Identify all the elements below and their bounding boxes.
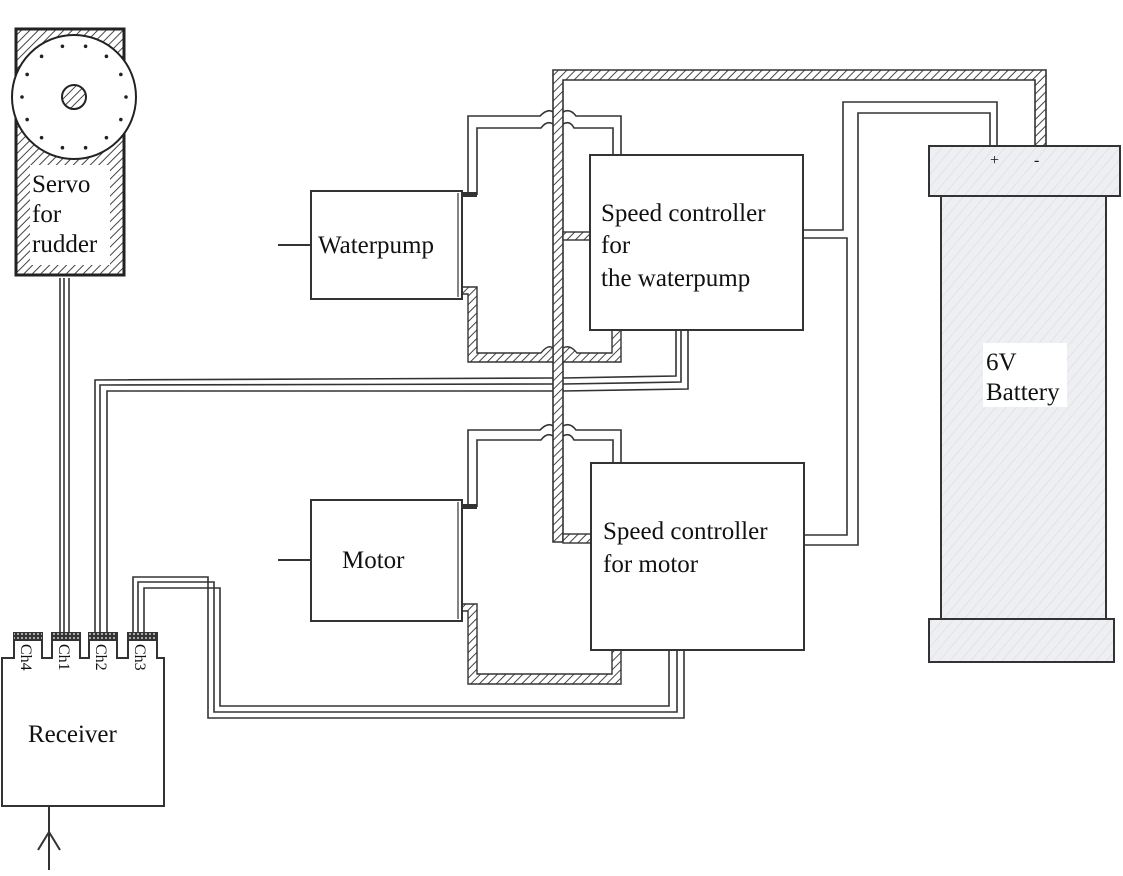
battery-voltage: 6V <box>986 349 1017 376</box>
servo-hub <box>61 84 87 110</box>
servo-hole <box>20 95 24 99</box>
battery-terminal-cap <box>928 145 1121 197</box>
ch4-connector <box>14 633 42 641</box>
servo: Servo for rudder <box>11 27 137 277</box>
servo-hole <box>83 145 88 150</box>
servo-label-line3: rudder <box>32 231 98 258</box>
battery-base <box>928 618 1115 663</box>
ch3-connector <box>128 633 157 641</box>
battery-plus-terminal: + <box>990 152 999 169</box>
receiver-channel-ch1: Ch1 <box>55 644 72 671</box>
positive-bus-wire <box>803 101 998 546</box>
esc-motor-line1: Speed controller <box>603 518 768 545</box>
speed-controller-waterpump[interactable]: Speed controller for the waterpump <box>589 154 804 331</box>
waterpump-label: Waterpump <box>318 232 434 259</box>
signal-wire-ch3 <box>132 576 685 719</box>
servo-hole <box>39 135 44 140</box>
motor[interactable]: Motor <box>278 499 463 622</box>
ch1-connector <box>52 633 80 641</box>
servo-hole <box>25 72 29 77</box>
servo-hole <box>104 135 109 140</box>
servo-hole <box>119 117 123 122</box>
servo-hole <box>39 54 44 59</box>
esc-motor-line2: for motor <box>603 551 699 578</box>
receiver[interactable]: Ch4 Ch1 Ch2 Ch3 Receiver <box>1 632 165 870</box>
waterpump-wires <box>461 109 622 363</box>
motor-label: Motor <box>342 547 405 574</box>
servo-hole <box>60 145 65 150</box>
servo-hole <box>60 44 65 49</box>
ch2-connector <box>89 633 117 641</box>
signal-wire-ch1 <box>59 278 70 635</box>
servo-label-line2: for <box>32 201 62 228</box>
waterpump[interactable]: Waterpump <box>278 190 463 300</box>
battery-label: Battery <box>986 379 1060 406</box>
esc-pump-line2: for <box>601 232 631 259</box>
servo-hole <box>119 72 123 77</box>
battery-minus-terminal: - <box>1034 152 1039 169</box>
servo-hole <box>104 54 109 59</box>
servo-hole <box>124 95 128 99</box>
speed-controller-motor[interactable]: Speed controller for motor <box>590 462 805 651</box>
servo-horn-holes <box>20 44 128 150</box>
servo-hole <box>25 117 29 122</box>
servo-label-line1: Servo <box>32 171 90 198</box>
receiver-channel-ch3: Ch3 <box>131 644 148 671</box>
negative-bus-wire <box>552 69 1047 544</box>
receiver-label: Receiver <box>28 721 118 748</box>
battery[interactable]: + - 6V Battery <box>928 145 1121 663</box>
receiver-channel-ch4: Ch4 <box>17 644 34 671</box>
antenna-icon <box>37 806 61 870</box>
receiver-channel-ch2: Ch2 <box>92 644 109 671</box>
signal-wire-ch2 <box>94 330 689 635</box>
esc-pump-line3: the waterpump <box>601 265 750 292</box>
motor-wires <box>461 423 622 685</box>
servo-hole <box>83 44 88 49</box>
esc-pump-line1: Speed controller <box>601 200 766 227</box>
